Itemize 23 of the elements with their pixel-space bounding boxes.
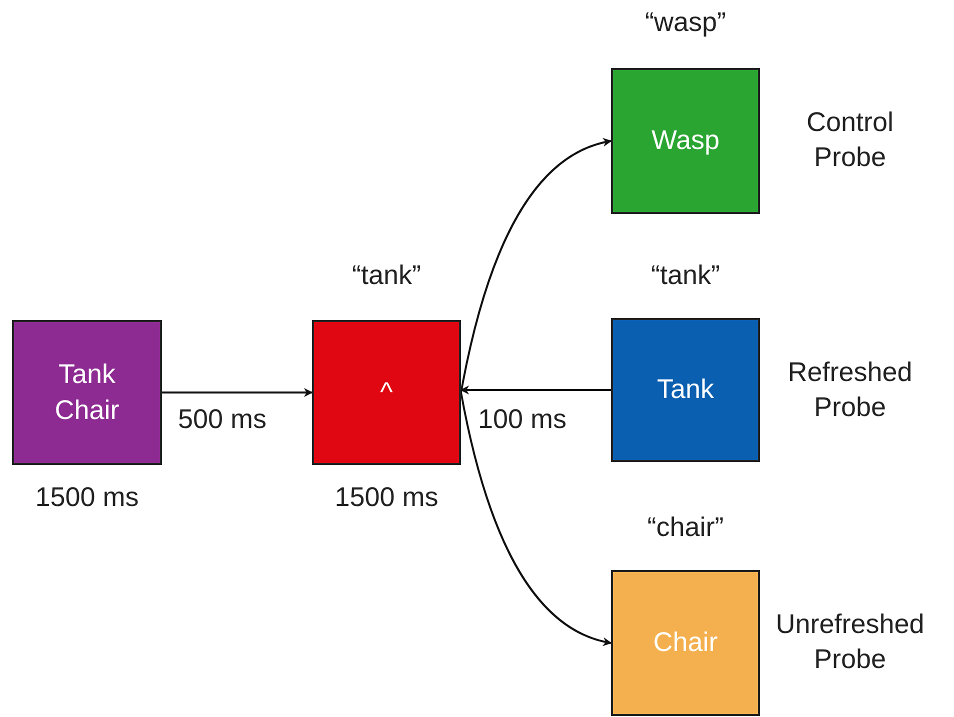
stimulus-word: Wasp xyxy=(651,124,720,158)
stimulus-box xyxy=(611,318,760,462)
beside-label: 1500 ms xyxy=(334,481,440,514)
stimulus-box xyxy=(12,320,162,465)
beside-label: 1500 ms xyxy=(34,481,140,514)
arrow xyxy=(460,138,612,393)
stimulus-box xyxy=(611,68,760,214)
stimulus-word: ^ xyxy=(380,376,393,409)
arrow xyxy=(460,392,612,646)
stimulus-word: Chair xyxy=(653,626,718,660)
spoken-word-label: “wasp” xyxy=(644,6,727,39)
beside-label: Control Probe xyxy=(805,106,895,174)
beside-label: Unrefreshed Probe xyxy=(774,608,926,676)
stimulus-box xyxy=(611,570,760,716)
arrow xyxy=(162,388,313,397)
stimulus-word: Tank Chair xyxy=(54,358,120,426)
stimulus-word: Tank xyxy=(656,373,714,406)
spoken-word-label: “tank” xyxy=(650,259,722,292)
beside-label: Refreshed Probe xyxy=(786,356,914,424)
arrow xyxy=(460,386,611,394)
spoken-word-label: “tank” xyxy=(350,259,422,292)
spoken-word-label: “chair” xyxy=(646,511,725,544)
stimulus-box xyxy=(312,320,461,465)
